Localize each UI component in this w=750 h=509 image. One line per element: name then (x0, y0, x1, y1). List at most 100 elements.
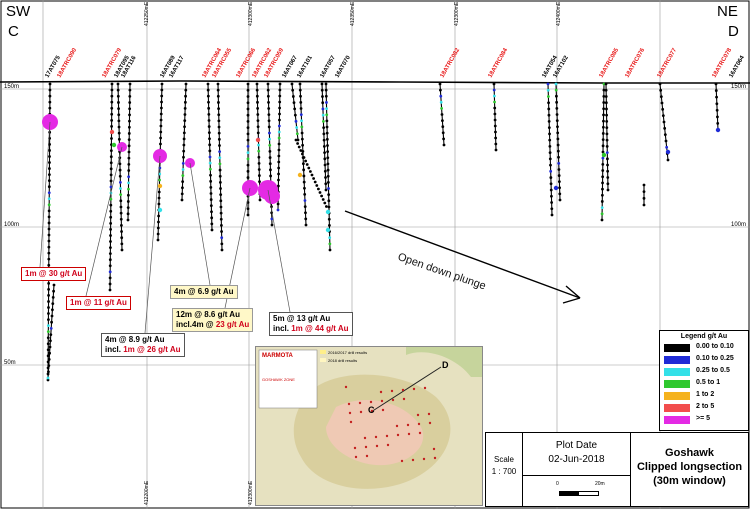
assay-sample (219, 205, 223, 209)
callout-intercept: 1m @ 11 g/t Au (66, 296, 131, 310)
assay-sample (159, 136, 163, 140)
assay-sample (557, 161, 561, 165)
drill-trace (217, 83, 223, 251)
assay-sample (292, 101, 296, 105)
assay-sample (52, 283, 56, 287)
assay-sample (322, 138, 326, 142)
assay-sample (256, 107, 260, 110)
assay-sample (120, 236, 124, 240)
callout-leader (144, 155, 161, 334)
assay-sample (109, 234, 112, 237)
assay-sample (126, 218, 130, 222)
assay-sample (47, 257, 51, 261)
assay-sample (46, 376, 50, 380)
inset-legend-b: 2018 drill results (328, 358, 358, 363)
assay-sample (276, 184, 280, 188)
assay-sample (246, 176, 250, 179)
inset-drill-collar (363, 436, 367, 440)
assay-sample (109, 240, 112, 243)
assay-sample (246, 101, 250, 105)
assay-sample (642, 196, 646, 200)
assay-sample (327, 205, 331, 209)
assay-sample (47, 239, 51, 243)
inset-drill-collar (379, 390, 383, 394)
scale-cell: Scale 1 : 700 (486, 433, 523, 506)
assay-sample (328, 242, 332, 246)
callout-intercept: 12m @ 8.6 g/t Au incl.4m @ 23 g/t Au (172, 308, 254, 332)
assay-sample (276, 202, 280, 206)
assay-sample (119, 193, 123, 197)
easting-label: 412200mE (144, 480, 150, 505)
assay-sample (277, 178, 280, 182)
assay-sample (312, 177, 315, 180)
assay-sample (52, 289, 55, 293)
assay-sample (46, 324, 50, 328)
assay-sample (255, 94, 259, 98)
assay-sample (605, 126, 609, 130)
inset-drill-collar (386, 443, 390, 447)
legend-row: 1 to 2 (664, 391, 746, 401)
assay-sample (255, 137, 261, 143)
assay-sample (108, 252, 112, 256)
callout-highlight: 1m @ 26 g/t Au (123, 345, 181, 354)
assay-sample (267, 119, 271, 123)
assay-sample (126, 200, 130, 203)
assay-sample (328, 236, 332, 240)
assay-sample (546, 95, 550, 98)
assay-sample (492, 88, 496, 92)
assay-sample (605, 120, 609, 123)
elevation-label: 50m (4, 360, 16, 366)
plunge-arrow-head (562, 285, 581, 304)
callout-intercept: 4m @ 8.9 g/t Au incl. 1m @ 26 g/t Au (101, 333, 185, 357)
inset-drill-collar (406, 423, 410, 427)
callout-text: 1m @ 11 g/t Au (70, 298, 127, 307)
assay-sample (324, 188, 328, 192)
assay-sample (267, 100, 270, 104)
callout-text: 4m @ 8.9 g/t Au (105, 335, 165, 344)
assay-sample (246, 163, 250, 167)
assay-sample (661, 114, 665, 118)
assay-sample (303, 186, 306, 190)
assay-sample (325, 205, 328, 208)
drill-trace (277, 83, 281, 211)
assay-sample (256, 113, 260, 116)
assay-sample (325, 227, 331, 233)
assay-sample (310, 173, 314, 177)
assay-sample (48, 167, 51, 170)
drill-trace (547, 83, 553, 216)
assay-sample (664, 139, 668, 143)
assay-sample (117, 101, 120, 104)
drillhole-label: 18ATRC076 (625, 47, 647, 79)
assay-sample (210, 216, 214, 220)
assay-sample (257, 161, 261, 165)
assay-sample (440, 107, 443, 110)
assay-sample (182, 149, 186, 153)
assay-sample (183, 125, 186, 129)
scalebar-cell: 0 20m (523, 476, 631, 506)
assay-sample (108, 288, 112, 292)
inset-drill-collar (401, 388, 405, 392)
assay-sample (109, 173, 113, 177)
assay-sample (441, 119, 444, 122)
assay-sample (299, 94, 302, 98)
assay-sample (549, 169, 553, 173)
assay-sample (109, 179, 113, 183)
assay-sample (327, 187, 330, 190)
assay-sample (602, 113, 605, 117)
assay-sample (109, 197, 113, 201)
assay-sample (298, 88, 302, 92)
assay-sample (48, 106, 52, 110)
inset-location-map: MARMOTA GOSHAWK ZONE 2016/2017 drill res… (255, 346, 483, 506)
assay-sample (246, 126, 250, 130)
assay-sample (605, 113, 608, 117)
assay-sample (47, 306, 50, 309)
assay-sample (156, 226, 160, 230)
assay-sample (270, 223, 274, 227)
assay-sample (277, 172, 280, 176)
assay-sample (118, 168, 122, 172)
drill-trace (605, 83, 609, 191)
assay-sample (110, 112, 114, 116)
assay-sample (217, 107, 220, 110)
assay-sample (48, 143, 51, 146)
inset-drill-collar (423, 386, 427, 390)
